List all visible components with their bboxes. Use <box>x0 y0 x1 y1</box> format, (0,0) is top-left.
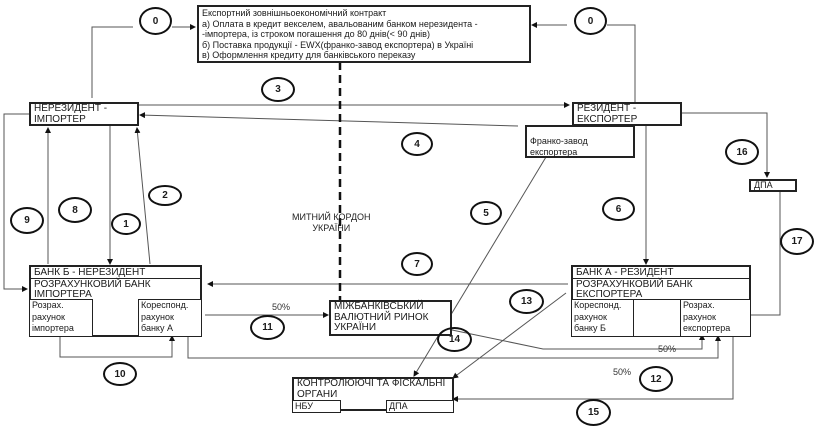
step-circle-5: 5 <box>470 201 502 225</box>
account-label: імпортера <box>32 323 74 333</box>
step-circle-14: 14 <box>437 327 472 352</box>
bank-b-subtitle: ІМПОРТЕРА <box>34 289 92 300</box>
empty-account-cell <box>633 299 682 337</box>
importer-account: Розрах. рахунок імпортера <box>29 299 93 337</box>
nbu-cell: НБУ <box>292 400 341 413</box>
contract-title: Експортний зовнішньоекономічний контракт <box>202 8 387 18</box>
arrow-4 <box>139 112 519 127</box>
interbank-label: МІЖБАНКІВСЬКИЙ <box>334 301 424 312</box>
bank-a-subtitle: ЕКСПОРТЕРА <box>576 289 643 300</box>
account-label: Розрах. <box>32 300 64 310</box>
step-circle-10: 10 <box>103 362 137 386</box>
arrow-5 <box>413 156 547 377</box>
arrow-13 <box>452 292 567 379</box>
arrow-9 <box>3 113 30 292</box>
bank-a-subtitle: РОЗРАХУНКОВИЙ БАНК <box>576 279 693 290</box>
contract-box: Експортний зовнішньоекономічний контракт… <box>197 5 531 63</box>
account-label: банку А <box>141 323 173 333</box>
step-circle-11: 11 <box>250 315 285 340</box>
step-circle-15: 15 <box>576 399 611 426</box>
control-label: ОРГАНИ <box>297 388 338 400</box>
step-circle-3: 3 <box>261 77 295 102</box>
step-circle-16: 16 <box>725 139 759 165</box>
contract-line: б) Поставка продукції - EWX(франко-завод… <box>202 39 474 50</box>
dpa-box: ДПА <box>749 179 797 192</box>
arrow-2 <box>134 127 151 265</box>
contract-line: а) Оплата в кредит векселем, авальованим… <box>202 18 478 29</box>
account-label: Кореспонд. <box>574 300 622 310</box>
control-bodies-box: КОНТРОЛЮЮЧІ ТА ФІСКАЛЬНІ ОРГАНИ НБУ ДПА <box>292 377 454 413</box>
account-label: Кореспонд. <box>141 300 189 310</box>
exporter-box: РЕЗИДЕНТ - ЕКСПОРТЕР <box>572 102 682 126</box>
step-circle-0-left: 0 <box>139 7 172 35</box>
bank-b-box: БАНК Б - НЕРЕЗИДЕНТ РОЗРАХУНКОВИЙ БАНК І… <box>29 265 202 337</box>
step-circle-1: 1 <box>111 213 141 235</box>
customs-border-label: МИТНИЙ КОРДОН УКРАЇНИ <box>292 212 371 234</box>
arrow-15 <box>452 336 734 402</box>
bank-b-corr-account: Кореспонд. рахунок банку Б <box>571 299 635 337</box>
arrow-16 <box>640 112 770 178</box>
control-label: КОНТРОЛЮЮЧІ ТА ФІСКАЛЬНІ <box>297 378 446 389</box>
importer-label: ІМПОРТЕР <box>34 113 86 125</box>
arrow-12 <box>187 335 721 359</box>
dpa-label: ДПА <box>754 180 773 190</box>
step-circle-17: 17 <box>780 228 814 255</box>
step-circle-9: 9 <box>10 207 44 234</box>
bank-b-subtitle: РОЗРАХУНКОВИЙ БАНК <box>34 279 151 290</box>
percent-label-14: 50% <box>658 344 677 354</box>
interbank-market-box: МІЖБАНКІВСЬКИЙ ВАЛЮТНИЙ РИНОК УКРАЇНИ <box>329 300 452 336</box>
percent-label-12: 50% <box>613 367 632 377</box>
account-label: рахунок <box>683 311 716 322</box>
bank-a-title: БАНК А - РЕЗИДЕНТ <box>573 267 749 279</box>
arrow-14 <box>451 329 705 350</box>
arrow-10 <box>59 335 175 358</box>
contract-line: -імпортера, із строком погашення до 80 д… <box>202 29 430 39</box>
importer-box: НЕРЕЗИДЕНТ - ІМПОРТЕР <box>29 102 139 126</box>
franco-label: Франко-завод <box>530 136 588 146</box>
account-label: рахунок <box>141 311 174 322</box>
account-label: рахунок <box>32 311 65 322</box>
account-label: експортера <box>683 323 731 333</box>
step-circle-12: 12 <box>639 366 673 392</box>
interbank-label: УКРАЇНИ <box>334 322 377 333</box>
bank-b-title: БАНК Б - НЕРЕЗИДЕНТ <box>31 267 200 279</box>
interbank-label: ВАЛЮТНИЙ РИНОК <box>334 311 429 323</box>
bank-a-box: БАНК А - РЕЗИДЕНТ РОЗРАХУНКОВИЙ БАНК ЕКС… <box>571 265 751 337</box>
account-label: рахунок <box>574 311 607 322</box>
exporter-account: Розрах. рахунок експортера <box>680 299 751 337</box>
contract-line: в) Оформлення кредиту для банківського п… <box>202 50 416 60</box>
step-circle-7: 7 <box>401 252 433 276</box>
step-circle-8: 8 <box>58 197 92 223</box>
customs-border-text: МИТНИЙ КОРДОН <box>292 212 371 222</box>
dpa-cell-label: ДПА <box>389 401 408 411</box>
step-circle-4: 4 <box>401 132 433 156</box>
account-label: банку Б <box>574 323 606 333</box>
exporter-label: РЕЗИДЕНТ - <box>577 103 637 114</box>
step-circle-0-right: 0 <box>574 7 607 35</box>
step-circle-6: 6 <box>602 197 635 221</box>
arrow-0-right <box>607 24 636 103</box>
nbu-label: НБУ <box>295 401 313 411</box>
step-circle-13: 13 <box>509 289 544 314</box>
step-circle-2: 2 <box>148 185 182 206</box>
bank-a-corr-account: Кореспонд. рахунок банку А <box>138 299 202 337</box>
dpa-cell: ДПА <box>386 400 454 413</box>
account-label: Розрах. <box>683 300 715 310</box>
exporter-label: ЕКСПОРТЕР <box>577 113 638 125</box>
franco-zavod-box: Франко-завод експортера <box>525 125 635 158</box>
customs-border-text: УКРАЇНИ <box>312 223 351 233</box>
importer-label: НЕРЕЗИДЕНТ - <box>34 103 108 114</box>
franco-label: експортера <box>530 146 578 157</box>
percent-label-11: 50% <box>272 302 291 312</box>
arrow-0-left <box>91 26 133 98</box>
